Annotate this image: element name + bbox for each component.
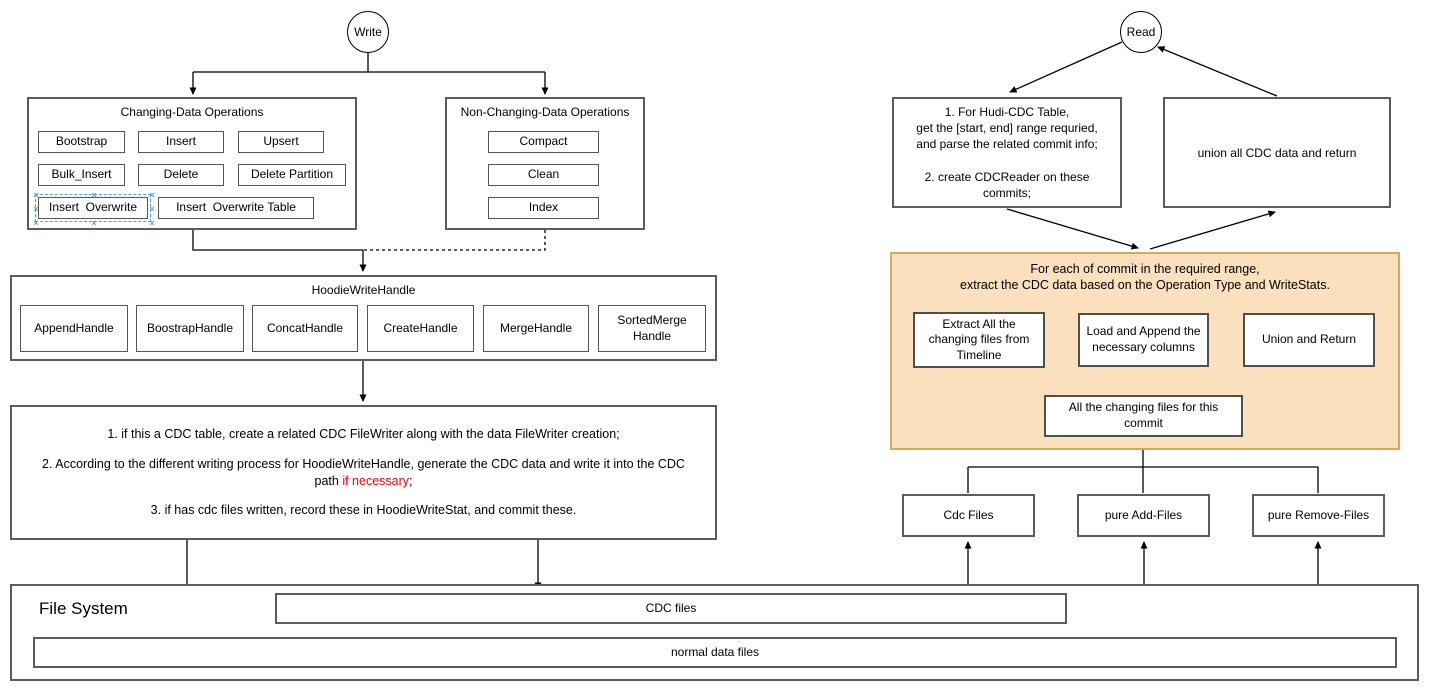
op-bulk-insert-label: Bulk_Insert — [51, 167, 112, 182]
handle-merge-label: MergeHandle — [499, 320, 573, 335]
load-append-columns-label: Load and Append the necessary columns — [1086, 324, 1201, 354]
op-insert-overwrite-table-label: Insert Overwrite Table — [176, 200, 296, 215]
op-insert-overwrite-table[interactable]: Insert Overwrite Table — [158, 197, 314, 219]
resize-handle-icon[interactable]: × — [149, 218, 155, 228]
pure-add-files-box[interactable]: pure Add-Files — [1077, 494, 1210, 537]
handle-concat-label: ConcatHandle — [266, 320, 344, 335]
write-step-2-line1: 2. According to the different writing pr… — [42, 456, 685, 471]
write-step-2-prefix: path — [314, 473, 343, 488]
all-changing-files-label: All the changing files for this commit — [1068, 400, 1219, 430]
write-step-2-suffix: ; — [409, 473, 413, 488]
op-delete[interactable]: Delete — [138, 164, 224, 186]
write-step-1: 1. if this a CDC table, create a related… — [107, 426, 620, 441]
op-delete-partition[interactable]: Delete Partition — [238, 164, 346, 186]
op-clean[interactable]: Clean — [488, 164, 599, 186]
pure-remove-files-box[interactable]: pure Remove-Files — [1252, 494, 1385, 537]
write-start-label: Write — [354, 25, 382, 39]
resize-handle-icon[interactable]: × — [149, 204, 155, 214]
normal-data-files-label: normal data files — [670, 644, 760, 659]
resize-handle-icon[interactable]: × — [149, 190, 155, 200]
read-union-box[interactable]: union all CDC data and return — [1163, 97, 1391, 208]
resize-handle-icon[interactable]: × — [91, 218, 97, 228]
read-start-node[interactable]: Read — [1120, 11, 1162, 53]
write-step-3: 3. if has cdc files written, record thes… — [150, 503, 577, 518]
read-prepare-text: 1. For Hudi-CDC Table, get the [start, e… — [916, 104, 1098, 200]
write-step-2: 2. According to the different writing pr… — [42, 456, 685, 490]
handle-create-label: CreateHandle — [383, 320, 458, 335]
normal-data-files-box[interactable]: normal data files — [33, 637, 1397, 668]
resize-handle-icon[interactable]: × — [91, 190, 97, 200]
handle-sorted-merge-label: SortedMerge Handle — [617, 312, 691, 343]
op-index[interactable]: Index — [488, 197, 599, 219]
extract-changing-files-label: Extract All the changing files from Time… — [928, 316, 1030, 362]
handle-boostrap-label: BoostrapHandle — [146, 320, 234, 335]
extract-changing-files-box[interactable]: Extract All the changing files from Time… — [913, 312, 1045, 368]
write-start-node[interactable]: Write — [347, 11, 389, 53]
op-compact-label: Compact — [519, 134, 568, 149]
resize-handle-icon[interactable]: × — [33, 190, 39, 200]
resize-handle-icon[interactable]: × — [33, 204, 39, 214]
write-step-2-highlight: if necessary — [342, 473, 410, 488]
op-insert-label: Insert — [165, 134, 196, 149]
op-index-label: Index — [528, 200, 559, 215]
load-append-columns-box[interactable]: Load and Append the necessary columns — [1078, 313, 1209, 367]
op-insert-overwrite[interactable]: Insert Overwrite — [38, 197, 148, 219]
cdc-files-storage-label: CDC files — [645, 600, 697, 615]
cdc-files-type-label: Cdc Files — [943, 507, 994, 522]
read-start-label: Read — [1126, 25, 1156, 39]
cdc-files-storage-box[interactable]: CDC files — [275, 593, 1067, 624]
op-bootstrap-label: Bootstrap — [55, 134, 108, 149]
read-union-text: union all CDC data and return — [1197, 145, 1357, 160]
pure-remove-files-label: pure Remove-Files — [1267, 507, 1370, 522]
handle-boostrap[interactable]: BoostrapHandle — [136, 305, 244, 352]
op-compact[interactable]: Compact — [488, 131, 599, 153]
op-insert-overwrite-label: Insert Overwrite — [48, 200, 138, 215]
edge-percommit-to-union — [1149, 210, 1276, 250]
op-bulk-insert[interactable]: Bulk_Insert — [38, 164, 125, 186]
union-and-return-label: Union and Return — [1261, 332, 1357, 347]
handle-concat[interactable]: ConcatHandle — [252, 305, 358, 352]
handle-create[interactable]: CreateHandle — [367, 305, 474, 352]
per-commit-title: For each of commit in the required range… — [892, 261, 1398, 294]
non-changing-data-operations-title: Non-Changing-Data Operations — [460, 105, 630, 119]
handle-merge[interactable]: MergeHandle — [483, 305, 589, 352]
pure-add-files-label: pure Add-Files — [1104, 507, 1183, 522]
edge-nonchanging-to-junction-dashed — [363, 230, 546, 251]
op-upsert[interactable]: Upsert — [238, 131, 324, 153]
edge-union-to-read — [1157, 46, 1278, 97]
union-and-return-box[interactable]: Union and Return — [1243, 313, 1375, 367]
per-commit-title-line1: For each of commit in the required range… — [1030, 262, 1260, 276]
handle-append[interactable]: AppendHandle — [20, 305, 128, 352]
edge-read-to-prepare — [1009, 41, 1123, 93]
write-steps-content: 1. if this a CDC table, create a related… — [20, 407, 707, 538]
file-system-label: File System — [39, 599, 128, 618]
op-delete-label: Delete — [163, 167, 199, 182]
op-insert[interactable]: Insert — [138, 131, 224, 153]
resize-handle-icon[interactable]: × — [33, 218, 39, 228]
op-upsert-label: Upsert — [263, 134, 299, 149]
read-prepare-box[interactable]: 1. For Hudi-CDC Table, get the [start, e… — [892, 97, 1122, 208]
op-clean-label: Clean — [527, 167, 560, 182]
handle-sorted-merge[interactable]: SortedMerge Handle — [598, 305, 706, 352]
handle-append-label: AppendHandle — [34, 320, 114, 335]
all-changing-files-box[interactable]: All the changing files for this commit — [1044, 395, 1243, 437]
changing-data-operations-title: Changing-Data Operations — [120, 105, 264, 119]
cdc-files-type-box[interactable]: Cdc Files — [902, 494, 1035, 537]
write-steps-box[interactable]: 1. if this a CDC table, create a related… — [10, 405, 717, 540]
edge-prepare-to-percommit — [1006, 208, 1139, 250]
selection-overlay[interactable]: × × × × × × × × — [33, 190, 154, 228]
op-bootstrap[interactable]: Bootstrap — [38, 131, 125, 153]
op-delete-partition-label: Delete Partition — [250, 167, 334, 182]
hoodie-write-handle-title: HoodieWriteHandle — [311, 283, 416, 297]
edge-changing-to-junction — [192, 230, 363, 251]
per-commit-title-line2: extract the CDC data based on the Operat… — [960, 278, 1330, 293]
